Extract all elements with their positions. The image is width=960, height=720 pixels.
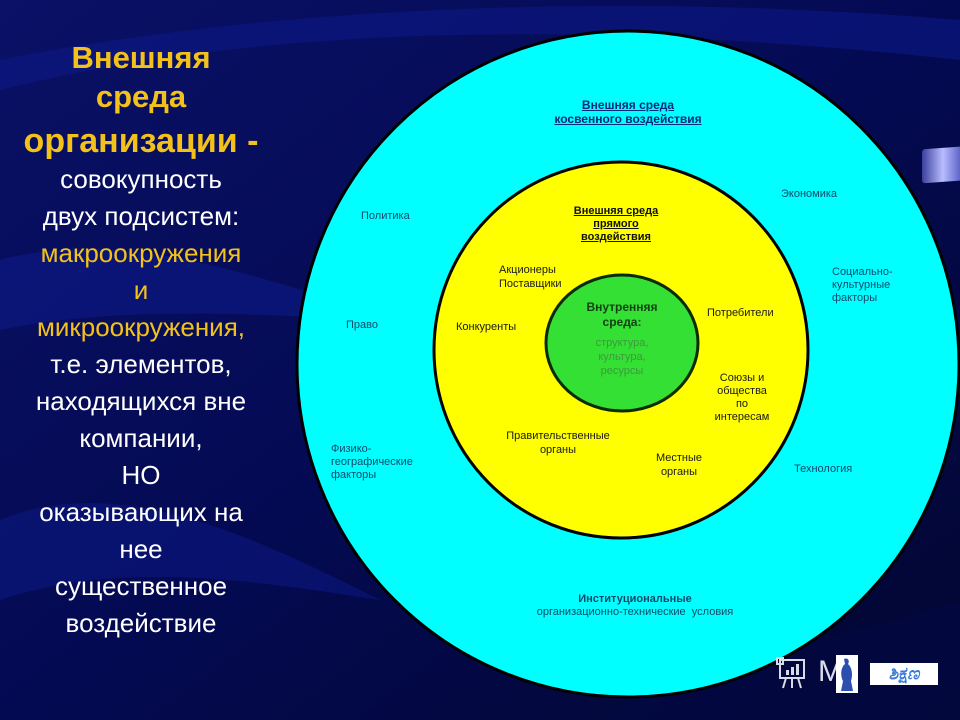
outer-title-line: Внешняя среда — [581, 98, 675, 112]
body-line: НО — [121, 460, 161, 490]
factor-physical-geographic: Физико- географические факторы — [331, 443, 413, 482]
body-line: совокупность — [60, 164, 222, 194]
definition-text: Внешняя среда организации - совокупность… — [0, 38, 282, 642]
factor-label: Правительственные — [506, 430, 610, 442]
body-line: нее — [119, 534, 163, 564]
outer-title: Внешняя среда косвенного воздействия — [520, 98, 736, 126]
outer-title-line: косвенного воздействия — [554, 112, 702, 126]
presentation-chart-icon — [776, 657, 805, 689]
factor-label: Физико- — [331, 443, 372, 455]
factor-label: общества — [717, 385, 767, 397]
middle-title-line: воздействия — [581, 231, 651, 243]
inner-item: структура, — [595, 337, 649, 349]
factor-institutional: Институциональные организационно-техниче… — [500, 593, 770, 619]
body-line: т.е. элементов, — [50, 349, 232, 379]
watermark-logo-text: ಶಿಕ್ಷಣ — [870, 663, 938, 685]
watermark: M ಶಿಕ್ಷಣ — [768, 655, 938, 695]
factor-law: Право — [346, 319, 378, 332]
factor-label: Конкуренты — [456, 321, 517, 333]
factor-label: Политика — [361, 210, 410, 222]
factor-label: Социально- — [832, 266, 893, 278]
factor-unions: Союзы и общества по интересам — [704, 372, 780, 424]
inner-title-line: Внутренняя — [586, 300, 658, 314]
factor-technology: Технология — [794, 463, 852, 476]
factor-label: культурные — [832, 279, 891, 291]
body-line: компании, — [79, 423, 203, 453]
factor-label: органы — [539, 444, 577, 456]
factor-label: Экономика — [781, 188, 838, 200]
factor-consumers: Потребители — [707, 307, 774, 320]
factor-label: Институциональные — [578, 593, 692, 605]
inner-item: культура, — [598, 351, 646, 363]
title-line-3: организации - — [23, 122, 259, 160]
inner-items: структура, культура, ресурсы — [562, 336, 682, 378]
factor-politics: Политика — [361, 210, 410, 223]
factor-label: Поставщики — [499, 278, 562, 290]
factor-label: Потребители — [707, 307, 774, 319]
factor-government: Правительственные органы — [490, 429, 626, 457]
figure-icon — [841, 658, 853, 691]
factor-label: факторы — [832, 292, 878, 304]
inner-circle-internal — [544, 273, 700, 413]
body-line: воздействие — [65, 608, 217, 638]
accent-line: макроокружения — [40, 238, 242, 268]
middle-title-line: прямого — [593, 218, 639, 230]
body-line: существенное — [54, 571, 228, 601]
body-line: оказывающих на — [39, 497, 243, 527]
factor-label: интересам — [714, 411, 770, 423]
decorative-tab — [922, 146, 960, 184]
body-line: находящихся вне — [35, 386, 247, 416]
accent-line: микроокружения, — [36, 312, 246, 342]
factor-label: Союзы и — [719, 372, 765, 384]
factor-label: факторы — [331, 469, 377, 481]
title-line-1: Внешняя — [71, 40, 211, 75]
factor-competitors: Конкуренты — [456, 321, 516, 334]
factor-label: Право — [346, 319, 378, 331]
factor-sociocultural: Социально- культурные факторы — [832, 266, 893, 305]
inner-item: ресурсы — [600, 365, 644, 377]
inner-title-line: среда: — [602, 315, 642, 329]
accent-line: и — [133, 275, 149, 305]
factor-label: Акционеры — [499, 264, 556, 276]
factor-local-authorities: Местные органы — [644, 451, 714, 479]
watermark-logo-figure — [836, 655, 858, 693]
body-line: двух подсистем: — [42, 201, 240, 231]
factor-label: по — [735, 398, 749, 410]
factor-label: организационно-технические условия — [536, 606, 734, 618]
middle-title-line: Внешняя среда — [573, 205, 659, 217]
factor-shareholders-suppliers: Акционеры Поставщики — [499, 263, 562, 291]
factor-label: географические — [331, 456, 413, 468]
factor-label: Местные — [655, 452, 703, 464]
inner-title: Внутренняя среда: — [562, 300, 682, 330]
factor-label: органы — [660, 466, 698, 478]
middle-title: Внешняя среда прямого воздействия — [551, 205, 681, 244]
title-line-2: среда — [95, 79, 187, 114]
factor-economy: Экономика — [781, 188, 837, 201]
factor-label: Технология — [794, 463, 853, 475]
